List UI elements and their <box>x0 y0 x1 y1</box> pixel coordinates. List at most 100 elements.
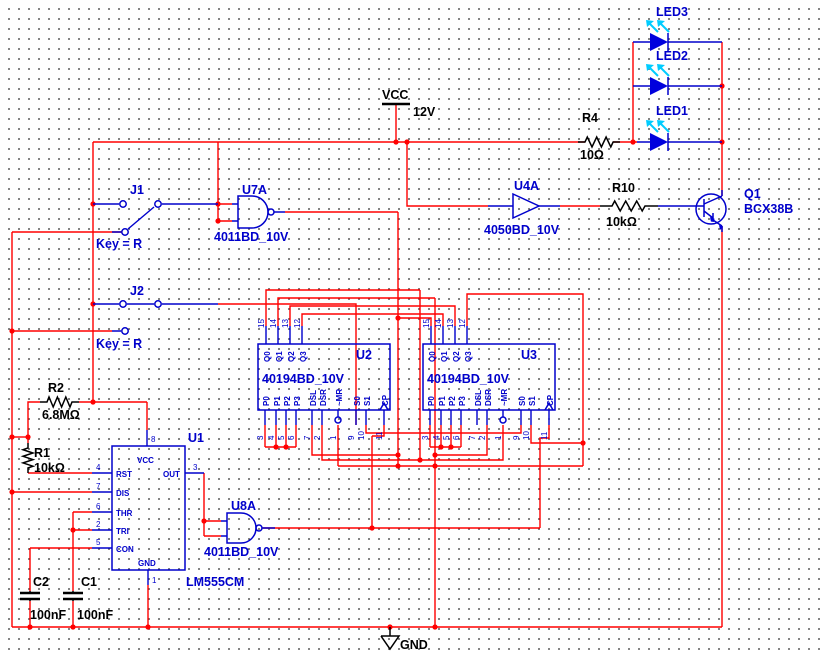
chip-u1[interactable]: U1 LM555CM VCC 8 RST 4 DIS 7 THR 6 TRI 2… <box>92 430 244 589</box>
u1-pinnum-3: 3 <box>193 463 198 472</box>
u4a-value: 4050BD_10V <box>484 223 560 237</box>
u3-pinnum-4: 4 <box>432 435 441 440</box>
u3-pinnum-15: 15 <box>422 319 431 328</box>
r1-label: R1 <box>34 446 50 460</box>
switch-j2[interactable]: J2 Key = R <box>93 284 218 351</box>
u2-label: U2 <box>356 348 372 362</box>
u1-pinnum-8: 8 <box>151 435 156 444</box>
c2-label: C2 <box>33 575 49 589</box>
u1-pinnum-5: 5 <box>96 538 101 547</box>
u3-pinnum-7: 7 <box>468 435 477 440</box>
u1-value: LM555CM <box>186 575 244 589</box>
u3-pinnum-5: 5 <box>442 435 451 440</box>
u2-pin-s1: S1 <box>363 396 372 406</box>
u7a-value: 4011BD_10V <box>214 230 289 244</box>
u2-pinnum-6: 6 <box>287 435 296 440</box>
led1[interactable]: LED1 <box>637 104 722 151</box>
u3-pinnum-13: 13 <box>446 319 455 328</box>
capacitor-c2[interactable]: C2 100nF <box>20 575 66 622</box>
r2-label: R2 <box>48 381 64 395</box>
c1-label: C1 <box>81 575 97 589</box>
u2-pin-q2: Q2 <box>287 351 296 362</box>
u2-pinnum-10: 10 <box>357 431 366 440</box>
u1-pinnum-6: 6 <box>96 502 101 511</box>
led3-label: LED3 <box>656 5 688 19</box>
u2-pin-q0: Q0 <box>263 351 272 362</box>
resistor-r1[interactable]: R1 10kΩ <box>20 443 65 475</box>
c1-value: 100nF <box>77 608 113 622</box>
q1-label: Q1 <box>744 187 761 201</box>
u2-pinnum-11: 11 <box>375 431 384 440</box>
u2-pinnum-13: 13 <box>281 319 290 328</box>
u1-pinnum-7: 7 <box>96 482 101 491</box>
u3-pinnum-12: 12 <box>458 319 467 328</box>
led1-label: LED1 <box>656 104 688 118</box>
vcc-symbol[interactable]: VCC 12V <box>382 88 436 119</box>
u3-value: 40194BD_10V <box>427 372 510 386</box>
u2-pin-dsr: DSR <box>319 389 328 406</box>
led3[interactable]: LED3 <box>633 5 722 51</box>
gnd-label: GND <box>400 638 428 652</box>
u2-pin-mr: ~MR <box>335 389 344 406</box>
chip-u3[interactable]: U3 40194BD_10V Q0 Q1 Q2 Q3 15 14 13 12 P… <box>421 319 556 440</box>
u3-pinnum-9: 9 <box>512 435 521 440</box>
j1-key: Key = R <box>96 237 142 251</box>
u2-pin-q3: Q3 <box>299 351 308 362</box>
u1-pinnum-2: 2 <box>96 520 101 529</box>
u7a-label: U7A <box>242 183 267 197</box>
u1-pin-thr: THR <box>116 509 133 518</box>
u3-pinnum-3: 3 <box>421 435 430 440</box>
gate-u8a[interactable]: U8A 4011BD_10V <box>204 499 279 559</box>
buffer-u4a[interactable]: U4A 4050BD_10V <box>484 179 560 237</box>
j2-label: J2 <box>130 284 144 298</box>
switch-j1[interactable]: J1 Key = R <box>93 183 218 251</box>
resistor-r2[interactable]: R2 6.8MΩ <box>40 381 80 422</box>
u2-pin-s0: S0 <box>353 396 362 406</box>
u1-label: U1 <box>188 431 204 445</box>
u3-pin-p3: P3 <box>458 396 467 406</box>
r1-value: 10kΩ <box>34 461 65 475</box>
u2-pinnum-4: 4 <box>267 435 276 440</box>
vcc-label: VCC <box>382 88 408 102</box>
u3-pin-dsr: DSR <box>484 389 493 406</box>
u2-pin-p1: P1 <box>273 396 282 406</box>
c2-value: 100nF <box>30 608 66 622</box>
resistor-r10[interactable]: R10 10kΩ <box>600 181 658 229</box>
capacitor-c1[interactable]: C1 100nF <box>63 575 113 622</box>
led2[interactable]: LED2 <box>633 49 722 95</box>
u3-pin-p1: P1 <box>438 396 447 406</box>
wire-net[interactable] <box>11 42 723 628</box>
u3-pin-cp: CP <box>546 394 555 406</box>
u2-pinnum-2: 2 <box>313 435 322 440</box>
u3-pin-s0: S0 <box>518 396 527 406</box>
resistor-r4[interactable]: R4 10Ω <box>578 111 620 162</box>
u1-pin-out: OUT <box>163 470 180 479</box>
chip-u2[interactable]: U2 40194BD_10V Q0 Q1 Q2 Q3 15 14 13 12 P… <box>256 319 391 440</box>
u1-pin-vcc: VCC <box>137 456 154 465</box>
u2-pinnum-15: 15 <box>257 319 266 328</box>
u4a-label: U4A <box>514 179 539 193</box>
u2-pin-p3: P3 <box>293 396 302 406</box>
u8a-value: 4011BD_10V <box>204 545 279 559</box>
j1-label: J1 <box>130 183 144 197</box>
u2-pin-dsl: DSL <box>309 390 318 406</box>
q1-value: BCX38B <box>744 202 793 216</box>
r2-value: 6.8MΩ <box>42 408 80 422</box>
u3-pin-q3: Q3 <box>464 351 473 362</box>
u3-pin-s1: S1 <box>528 396 537 406</box>
u1-pin-dis: DIS <box>116 489 130 498</box>
u3-pin-q0: Q0 <box>428 351 437 362</box>
u3-pin-mr: ~MR <box>500 389 509 406</box>
transistor-q1[interactable]: Q1 BCX38B <box>658 187 793 232</box>
u1-pinnum-4: 4 <box>96 463 101 472</box>
u2-pinnum-1: 1 <box>329 435 338 440</box>
gate-u7a[interactable]: U7A 4011BD_10V <box>214 183 289 244</box>
u3-label: U3 <box>521 348 537 362</box>
u2-pin-cp: CP <box>381 394 390 406</box>
u2-pin-p2: P2 <box>283 396 292 406</box>
u3-pin-dsl: DSL <box>474 390 483 406</box>
gnd-symbol[interactable]: GND <box>380 627 428 652</box>
u1-pin-gnd: GND <box>138 559 156 568</box>
u2-pinnum-14: 14 <box>269 319 278 328</box>
